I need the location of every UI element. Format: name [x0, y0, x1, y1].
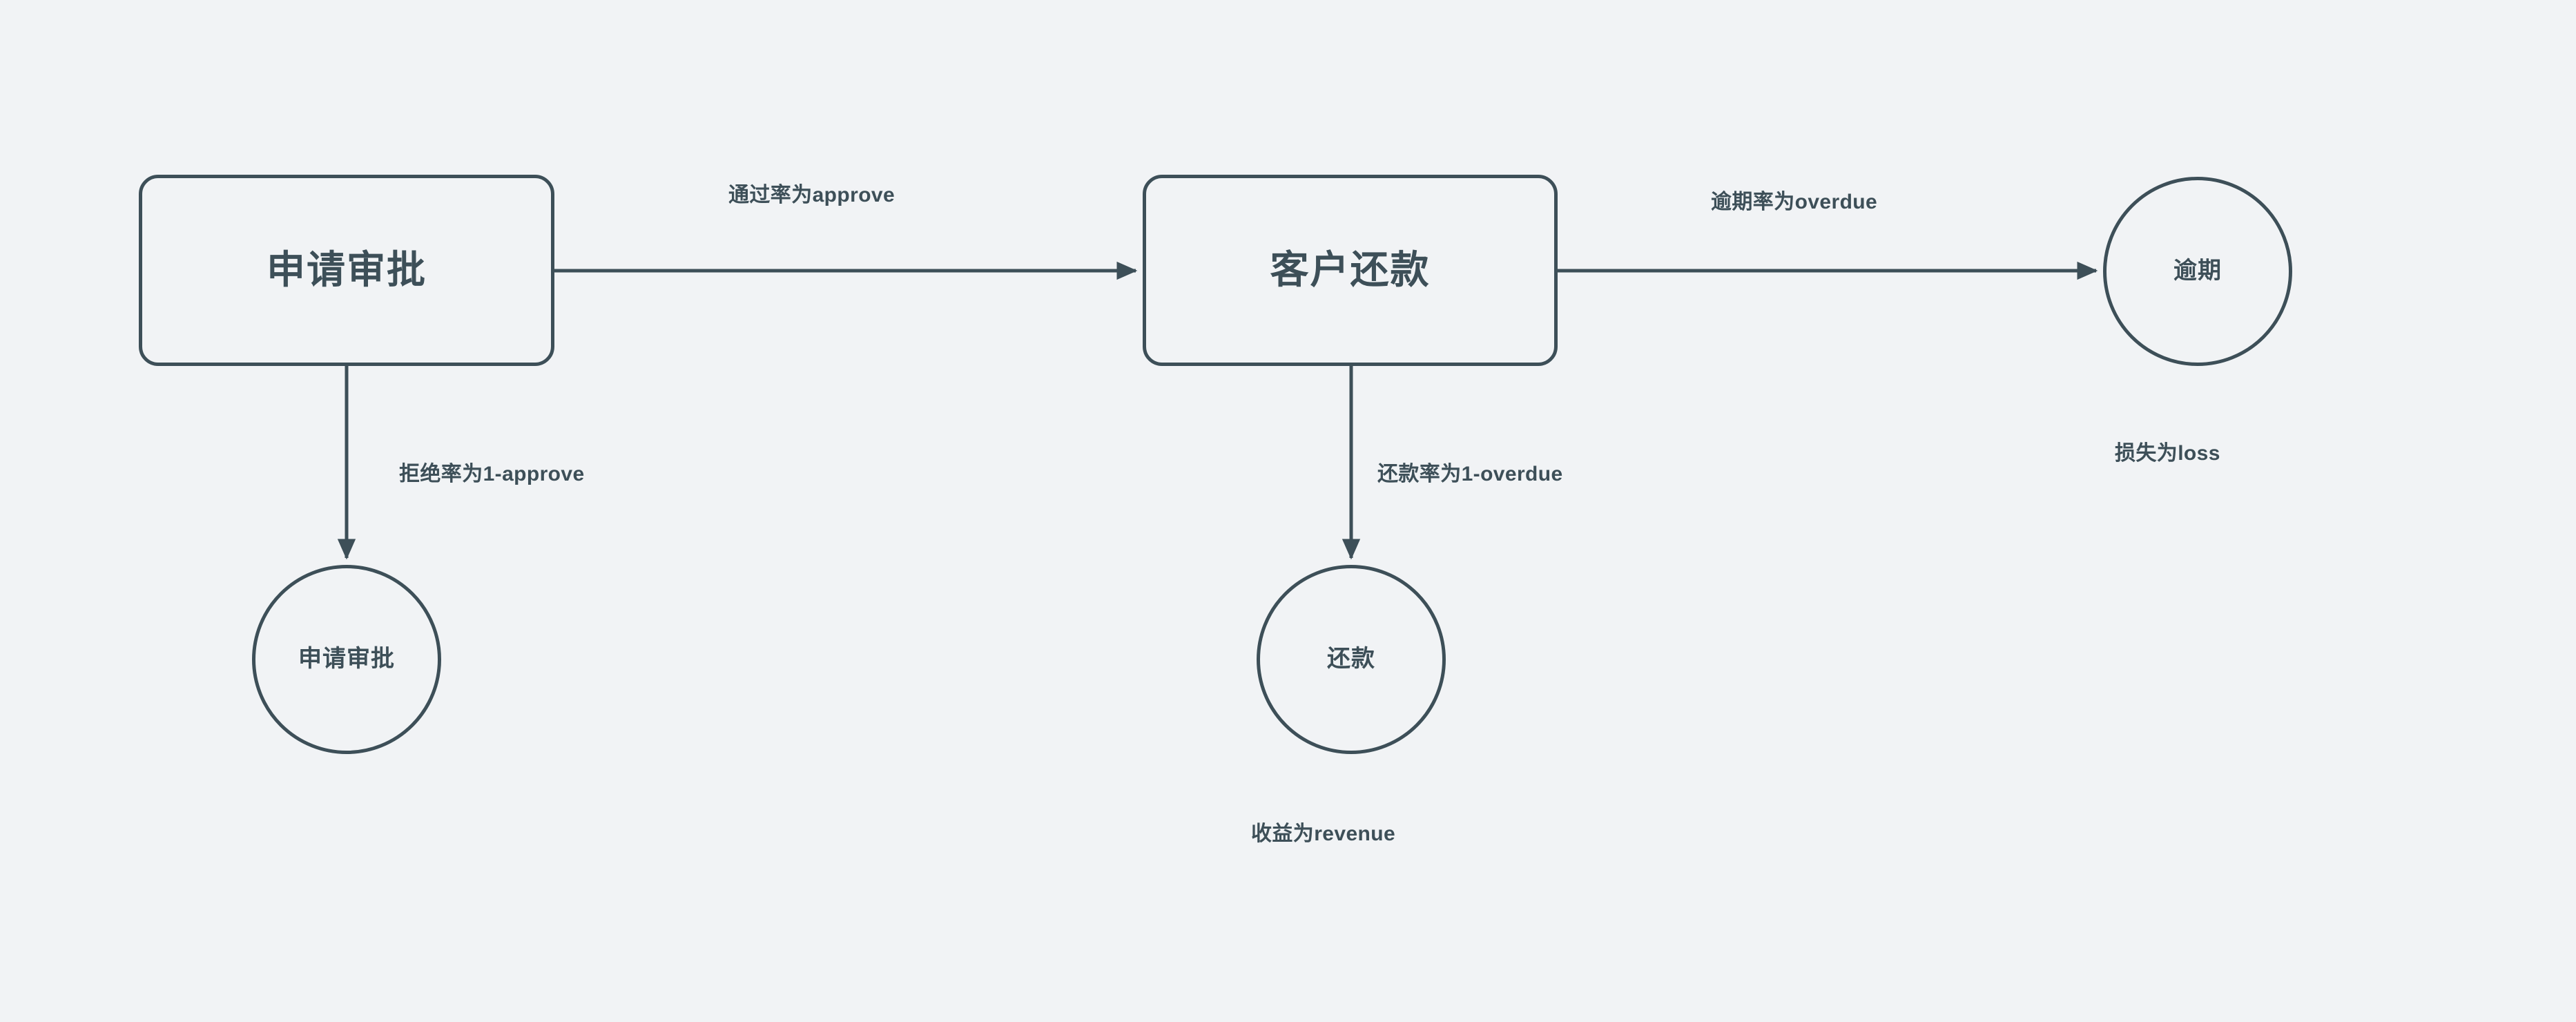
node-overdue-outcome-label: 逾期 [2173, 258, 2222, 285]
node-apply-approval-label: 申请审批 [267, 248, 427, 292]
edge-label-repayment: 还款率为1-overdue [1377, 463, 1563, 485]
node-customer-repayment-label: 客户还款 [1270, 248, 1431, 292]
node-apply-approval[interactable]: 申请审批 [139, 175, 554, 366]
edge-label-approve: 通过率为approve [728, 184, 895, 206]
caption-revenue: 收益为revenue [1251, 822, 1396, 845]
node-overdue-outcome[interactable]: 逾期 [2103, 177, 2292, 366]
node-rejected-outcome[interactable]: 申请审批 [252, 565, 441, 754]
edge-label-overdue: 逾期率为overdue [1711, 191, 1878, 213]
node-repayment-outcome[interactable]: 还款 [1257, 565, 1446, 754]
node-repayment-outcome-label: 还款 [1327, 646, 1375, 673]
edge-label-reject: 拒绝率为1-approve [399, 463, 585, 485]
caption-loss: 损失为loss [2115, 442, 2220, 465]
node-customer-repayment[interactable]: 客户还款 [1143, 175, 1558, 366]
node-rejected-outcome-label: 申请审批 [298, 646, 395, 673]
